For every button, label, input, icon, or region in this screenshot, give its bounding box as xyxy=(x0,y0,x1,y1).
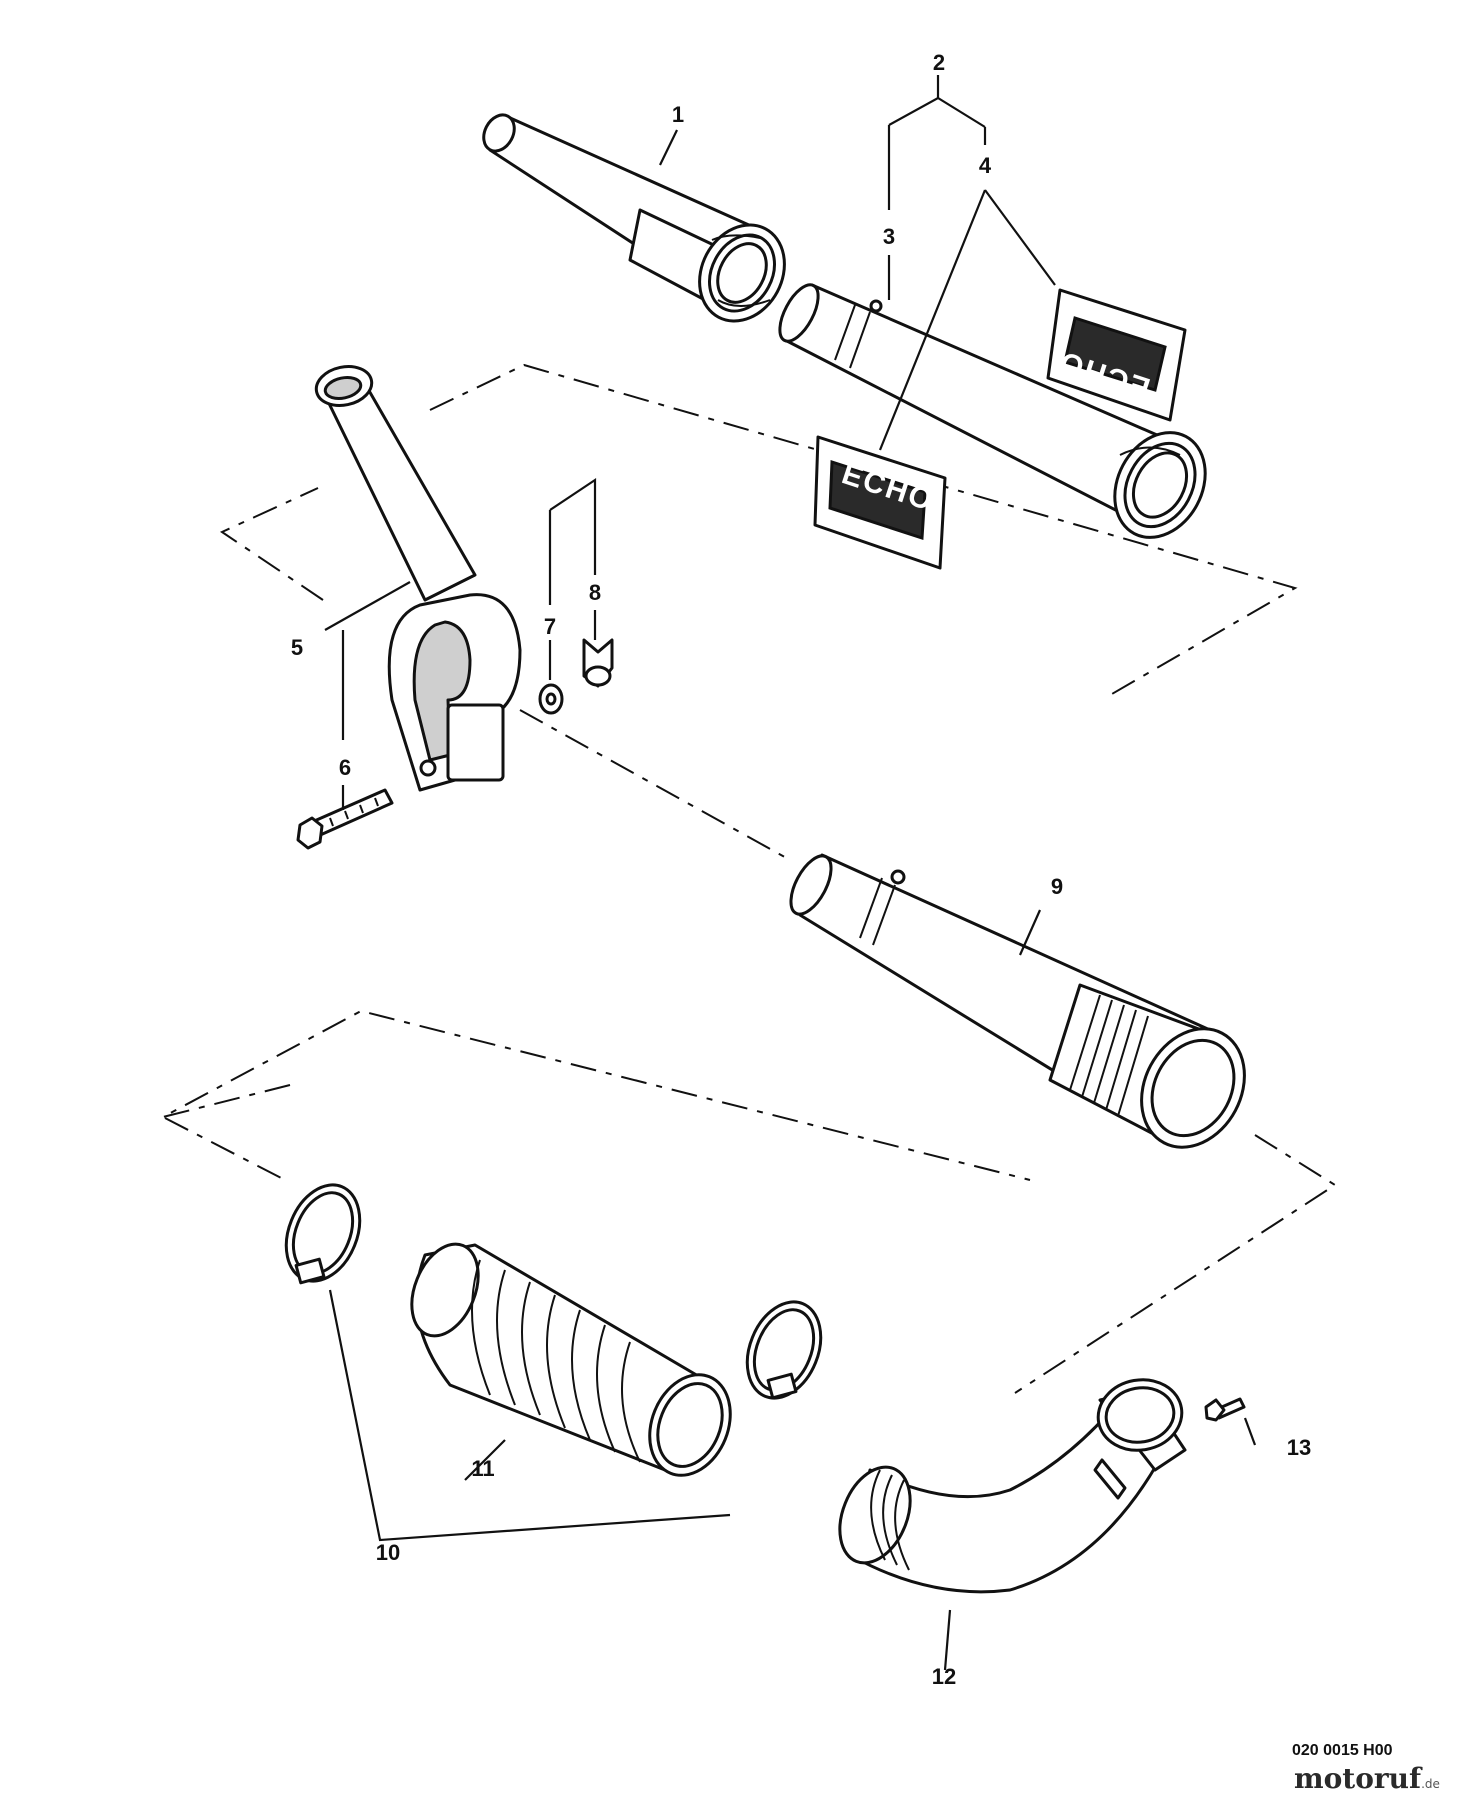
watermark: motoruf.de xyxy=(1294,1762,1440,1795)
callout-9: 9 xyxy=(1051,874,1063,899)
callout-5: 5 xyxy=(291,635,303,660)
watermark-main: motoruf xyxy=(1294,1762,1422,1795)
part-10-hose-clamp-upper xyxy=(284,1183,362,1285)
elbow-ribs xyxy=(870,1469,910,1571)
part-4-decal-lower: ECHO xyxy=(813,435,947,570)
callout-10: 10 xyxy=(376,1540,400,1565)
callout-2: 2 xyxy=(933,50,945,75)
watermark-suffix: .de xyxy=(1421,1777,1440,1791)
part-9-lower-pipe xyxy=(789,853,1246,1149)
callout-12: 12 xyxy=(932,1664,956,1689)
part-11-flex-hose xyxy=(410,1242,732,1477)
flex-hose-ribs xyxy=(471,1259,641,1463)
callout-4: 4 xyxy=(979,153,992,178)
part-5-handle-clamp xyxy=(314,365,522,792)
callout-11: 11 xyxy=(471,1456,494,1481)
leader-lines xyxy=(324,75,1257,1671)
callout-13: 13 xyxy=(1287,1435,1311,1460)
part-13-screw xyxy=(1204,1397,1246,1422)
drawing-reference: 020 0015 H00 xyxy=(1292,1742,1393,1759)
part-6-bolt xyxy=(296,788,394,850)
part-10-clamp-lower-rendered xyxy=(745,1300,823,1400)
callout-1: 1 xyxy=(672,102,684,127)
callout-labels: 1 2 3 4 5 6 7 8 9 10 11 12 13 xyxy=(291,50,1311,1689)
part-4-decal-upper: ECHO xyxy=(1046,288,1187,422)
part-12-elbow xyxy=(838,1378,1187,1594)
pipe-9-ribs xyxy=(1069,994,1149,1117)
part-8-wing-nut xyxy=(582,638,614,688)
callout-8: 8 xyxy=(589,580,601,605)
part-1-upper-pipe xyxy=(482,113,786,323)
callout-7: 7 xyxy=(544,614,556,639)
callout-3: 3 xyxy=(883,224,895,249)
part-3-middle-pipe xyxy=(778,283,1207,539)
part-7-washer xyxy=(538,683,564,715)
callout-6: 6 xyxy=(339,755,351,780)
